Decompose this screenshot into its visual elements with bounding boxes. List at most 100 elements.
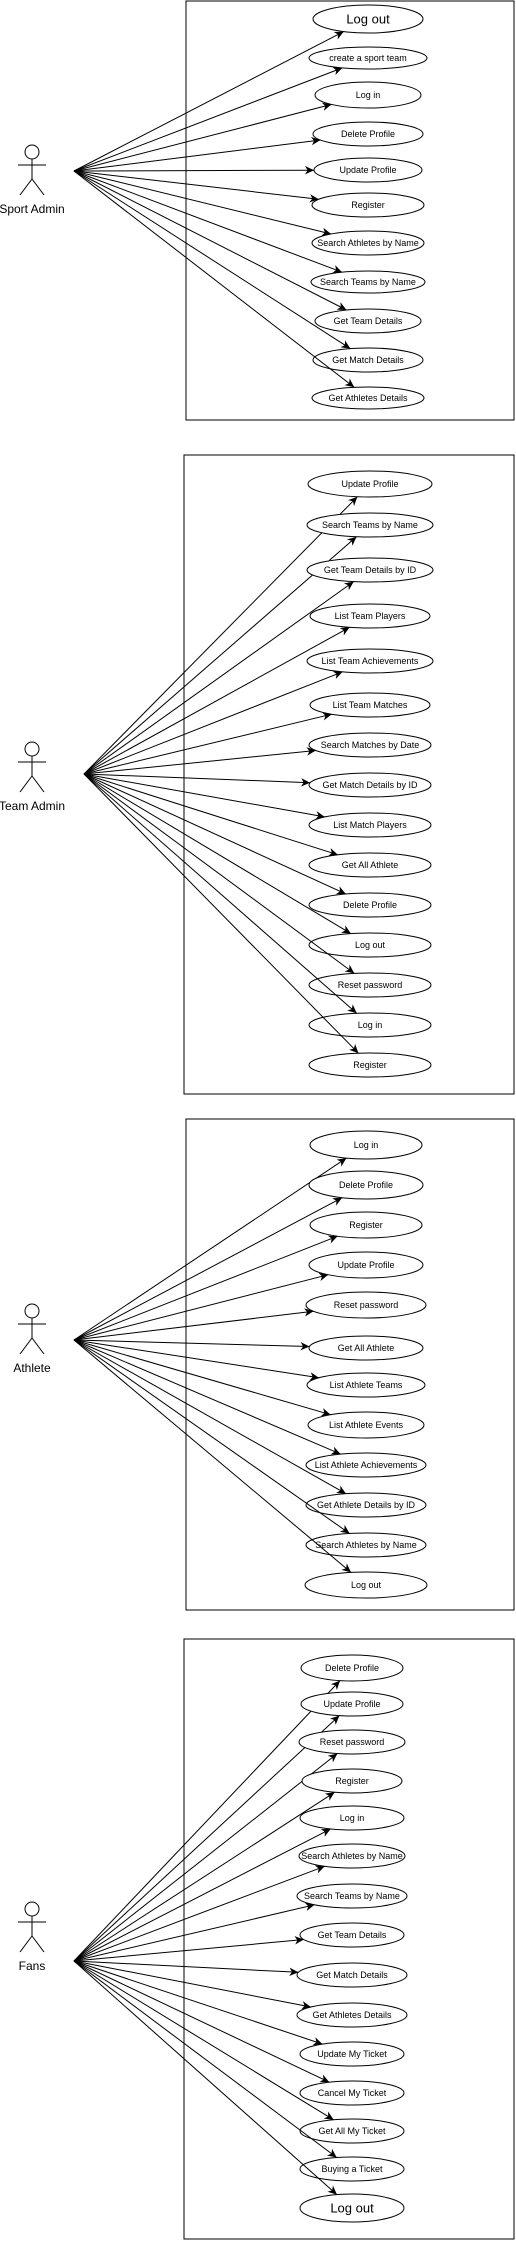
use-case-ellipse (310, 270, 426, 294)
association-arrow (73, 1339, 347, 1495)
use-case-label: Search Matches by Date (321, 740, 420, 750)
use-case-label: Get Match Details (332, 355, 404, 365)
use-case-ellipse (308, 972, 432, 998)
system-boundary (183, 454, 515, 1095)
use-case-label: Search Teams by Name (320, 277, 416, 287)
use-case-ellipse (306, 1372, 426, 1398)
use-case-ellipse (306, 557, 434, 583)
use-case-label: Register (335, 1776, 369, 1786)
association-arrow (83, 536, 357, 775)
use-case-ellipse (307, 470, 433, 498)
use-case-label: Get All Athlete (342, 860, 399, 870)
use-case-ellipse (300, 1654, 404, 1682)
association-arrow (73, 31, 344, 172)
association-arrow (83, 626, 350, 775)
use-case-ellipse (304, 1571, 428, 1599)
use-case-ellipse (305, 1291, 427, 1319)
use-case-create-a-sport-team: create a sport team (308, 46, 428, 70)
use-case-label: Log out (351, 1580, 382, 1590)
association-arrow (73, 1960, 337, 2158)
use-case-label: Register (351, 200, 385, 210)
actor-left-leg (19, 775, 33, 793)
use-case-ellipse (308, 1335, 424, 1361)
association-arrow (73, 170, 343, 273)
use-case-log-in: Log in (309, 1130, 423, 1160)
association-arrow (73, 1157, 347, 1341)
association-arrow (73, 1339, 310, 1351)
use-case-ellipse (307, 1411, 425, 1439)
association-arrow (73, 1272, 329, 1341)
use-case-label: Reset password (334, 1300, 399, 1310)
use-case-update-profile: Update Profile (300, 1691, 404, 1717)
use-case-ellipse (308, 1012, 432, 1038)
actor-sport-admin: Sport Admin (0, 144, 65, 216)
use-case-label: Log out (346, 12, 390, 27)
association-arrow (73, 1339, 331, 1417)
use-case-label: Cancel My Ticket (318, 2088, 387, 2098)
use-case-delete-profile: Delete Profile (300, 1654, 404, 1682)
use-case-list-athlete-events: List Athlete Events (307, 1411, 425, 1439)
use-case-search-teams-by-name: Search Teams by Name (296, 1883, 408, 1909)
association-arrow (73, 166, 315, 175)
use-case-label: Get Athletes Details (312, 2010, 392, 2020)
use-case-label: Register (353, 1060, 387, 1070)
use-case-ellipse (312, 347, 424, 373)
use-case-search-athletes-by-name: Search Athletes by Name (311, 230, 425, 256)
use-case-label: Log out (355, 940, 386, 950)
use-case-label: Get Team Details (334, 316, 403, 326)
use-case-log-in: Log in (308, 1012, 432, 1038)
association-arrow (73, 170, 351, 350)
use-case-ellipse (306, 512, 434, 538)
actor-head (24, 1901, 40, 1917)
actor-label: Athlete (13, 1361, 51, 1375)
association-arrow (73, 170, 347, 311)
actor-label: Sport Admin (0, 202, 65, 216)
association-arrow (73, 1960, 323, 2046)
use-case-label: List Team Achievements (322, 656, 419, 666)
use-case-ellipse (308, 1170, 424, 1200)
use-case-ellipse (314, 308, 422, 334)
use-case-ellipse (299, 1922, 405, 1948)
use-case-register: Register (301, 1768, 403, 1794)
use-case-update-my-ticket: Update My Ticket (299, 2041, 405, 2067)
association-arrow (83, 773, 339, 857)
actor-head (24, 741, 40, 757)
use-case-label: Get All Athlete (338, 1343, 395, 1353)
use-case-ellipse (299, 2080, 405, 2106)
use-case-label: List Athlete Achievements (315, 1460, 418, 1470)
use-case-get-team-details: Get Team Details (299, 1922, 405, 1948)
use-case-label: Update Profile (323, 1699, 380, 1709)
association-arrow (73, 136, 321, 172)
actor-head (24, 144, 40, 160)
actor-team-admin: Team Admin (0, 741, 65, 813)
use-case-list-team-achievements: List Team Achievements (306, 648, 434, 674)
use-case-label: List Athlete Teams (330, 1380, 403, 1390)
use-case-get-team-details: Get Team Details (314, 308, 422, 334)
use-case-ellipse (311, 230, 425, 256)
use-case-ellipse (301, 1768, 403, 1794)
use-case-label: create a sport team (329, 53, 407, 63)
association-arrow (73, 1960, 334, 2121)
use-case-get-athletes-details: Get Athletes Details (296, 2002, 408, 2028)
use-case-label: Reset password (320, 1737, 385, 1747)
use-case-label: List Athlete Events (329, 1420, 404, 1430)
use-case-list-athlete-teams: List Athlete Teams (306, 1372, 426, 1398)
use-case-delete-profile: Delete Profile (308, 1170, 424, 1200)
actor-left-leg (19, 1935, 33, 1953)
use-case-label: Search Athletes by Name (315, 1540, 417, 1550)
actor-right-leg (31, 178, 45, 196)
association-arrow (73, 1791, 335, 1962)
use-case-ellipse (309, 1130, 423, 1160)
association-arrow (73, 1339, 341, 1455)
association-arrow (73, 1339, 320, 1381)
actor-athlete: Athlete (13, 1303, 51, 1375)
use-case-ellipse (299, 2118, 405, 2144)
association-arrow (83, 773, 358, 1014)
use-case-search-athletes-by-name: Search Athletes by Name (298, 1843, 406, 1869)
actor-label: Team Admin (0, 799, 65, 813)
association-arrow (73, 102, 332, 172)
use-case-ellipse (309, 603, 431, 629)
